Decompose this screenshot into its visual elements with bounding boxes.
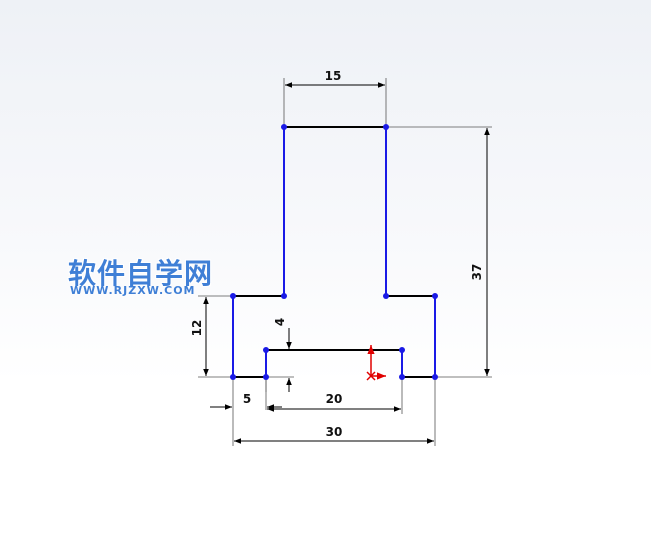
dim-total-height-label[interactable]: 37 (470, 264, 484, 281)
watermark-title: 软件自学网 (68, 257, 214, 290)
dim-slot-depth-label[interactable]: 4 (273, 318, 287, 326)
dim-slot-width-label[interactable]: 20 (326, 392, 343, 406)
sketch-blue-edges[interactable] (232, 127, 436, 377)
dim-total-width-label[interactable]: 30 (326, 425, 343, 439)
dim-top-width-label[interactable]: 15 (325, 69, 342, 83)
extension-lines (198, 78, 492, 446)
dim-offset-label[interactable]: 5 (243, 392, 251, 406)
dim-step-height-label[interactable]: 12 (190, 320, 204, 337)
sketch-black-edges[interactable] (233, 126, 435, 378)
watermark-url: WWW.RJZXW.COM (70, 284, 196, 297)
dimension-lines (203, 82, 490, 444)
sketch-points[interactable] (230, 124, 438, 380)
origin-icon (366, 345, 386, 381)
